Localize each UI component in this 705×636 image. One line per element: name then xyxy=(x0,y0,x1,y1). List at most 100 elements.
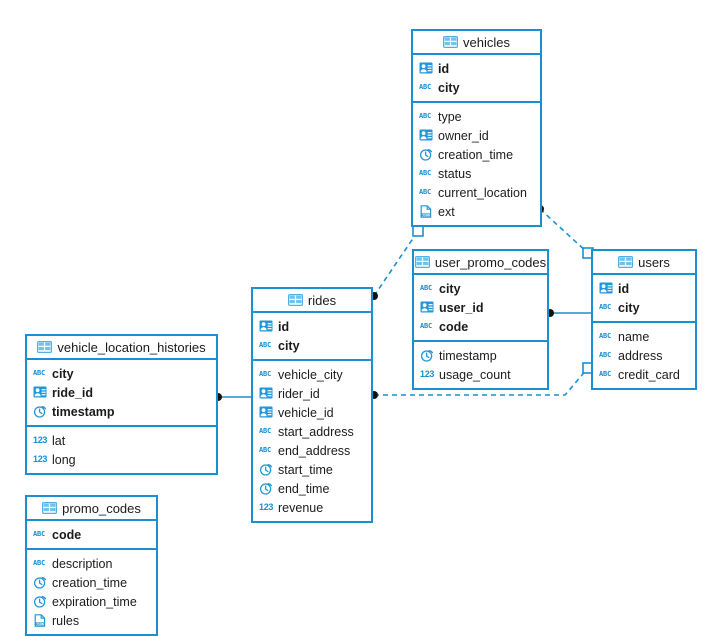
table-header-users[interactable]: users xyxy=(593,251,695,275)
table-header-vehicle_location_histories[interactable]: vehicle_location_histories xyxy=(27,336,216,360)
field-label: lat xyxy=(52,433,66,448)
table-grid-icon xyxy=(618,255,634,269)
primary-key-field[interactable]: user_id xyxy=(414,298,547,317)
123-number-icon: 123 xyxy=(420,369,435,379)
abc-text-icon: ABC xyxy=(599,303,612,311)
field-label: id xyxy=(438,61,450,76)
primary-key-field[interactable]: ride_id xyxy=(27,383,216,402)
field-label: user_id xyxy=(439,300,484,315)
field-label: current_location xyxy=(438,185,527,200)
abc-text-icon: ABC xyxy=(599,370,612,378)
table-header-promo_codes[interactable]: promo_codes xyxy=(27,497,156,521)
table-title: users xyxy=(638,254,670,270)
field-label: address xyxy=(618,348,663,363)
field-label: code xyxy=(52,527,82,542)
field-label: timestamp xyxy=(52,404,115,419)
relationship-square-endpoint xyxy=(412,225,424,237)
field-label: vehicle_id xyxy=(278,405,334,420)
field-label: credit_card xyxy=(618,367,680,382)
field-label: id xyxy=(618,281,630,296)
table-field[interactable]: owner_id xyxy=(413,126,540,145)
field-label: city xyxy=(439,281,461,296)
table-header-user_promo_codes[interactable]: user_promo_codes xyxy=(414,251,547,275)
table-field[interactable]: timestamp xyxy=(414,346,547,365)
table-field[interactable]: start_time xyxy=(253,460,371,479)
field-label: id xyxy=(278,319,290,334)
table-field[interactable]: rider_id xyxy=(253,384,371,403)
123-number-icon: 123 xyxy=(259,502,274,512)
clock-icon xyxy=(259,463,273,476)
table-title: vehicles xyxy=(463,34,510,50)
table-header-rides[interactable]: rides xyxy=(253,289,371,313)
field-label: vehicle_city xyxy=(278,367,343,382)
field-label: city xyxy=(618,300,640,315)
clock-icon xyxy=(259,482,273,495)
table-field[interactable]: creation_time xyxy=(413,145,540,164)
abc-text-icon: ABC xyxy=(33,530,46,538)
primary-key-field[interactable]: id xyxy=(413,59,540,78)
abc-text-icon: ABC xyxy=(599,332,612,340)
abc-text-icon: ABC xyxy=(259,370,272,378)
field-label: city xyxy=(438,80,460,95)
table-field[interactable]: end_time xyxy=(253,479,371,498)
field-label: rider_id xyxy=(278,386,320,401)
table-field[interactable]: creation_time xyxy=(27,573,156,592)
field-label: rules xyxy=(52,613,80,628)
primary-key-field[interactable]: timestamp xyxy=(27,402,216,421)
primary-key-field[interactable]: ABC city xyxy=(593,298,695,317)
table-title: user_promo_codes xyxy=(434,254,547,270)
table-field[interactable]: ABC vehicle_city xyxy=(253,365,371,384)
123-number-icon: 123 xyxy=(33,454,48,464)
field-label: owner_id xyxy=(438,128,489,143)
field-label: type xyxy=(438,109,462,124)
primary-key-field[interactable]: id xyxy=(253,317,371,336)
table-field[interactable]: expiration_time xyxy=(27,592,156,611)
clock-icon xyxy=(33,595,47,608)
id-badge-icon xyxy=(259,387,273,400)
table-grid-icon xyxy=(287,293,303,307)
primary-key-field[interactable]: id xyxy=(593,279,695,298)
field-label: start_time xyxy=(278,462,333,477)
table-header-vehicles[interactable]: vehicles xyxy=(413,31,540,55)
table-field[interactable]: vehicle_id xyxy=(253,403,371,422)
id-badge-icon xyxy=(259,406,273,419)
relationship-user_promo_codes-to-users xyxy=(546,309,591,317)
field-label: timestamp xyxy=(439,348,497,363)
field-label: creation_time xyxy=(438,147,514,162)
table-field[interactable]: ABC credit_card xyxy=(593,365,695,384)
primary-key-field[interactable]: ABC code xyxy=(27,525,156,544)
clock-icon xyxy=(33,576,47,589)
table-grid-icon xyxy=(414,255,430,269)
id-badge-icon xyxy=(419,129,433,142)
